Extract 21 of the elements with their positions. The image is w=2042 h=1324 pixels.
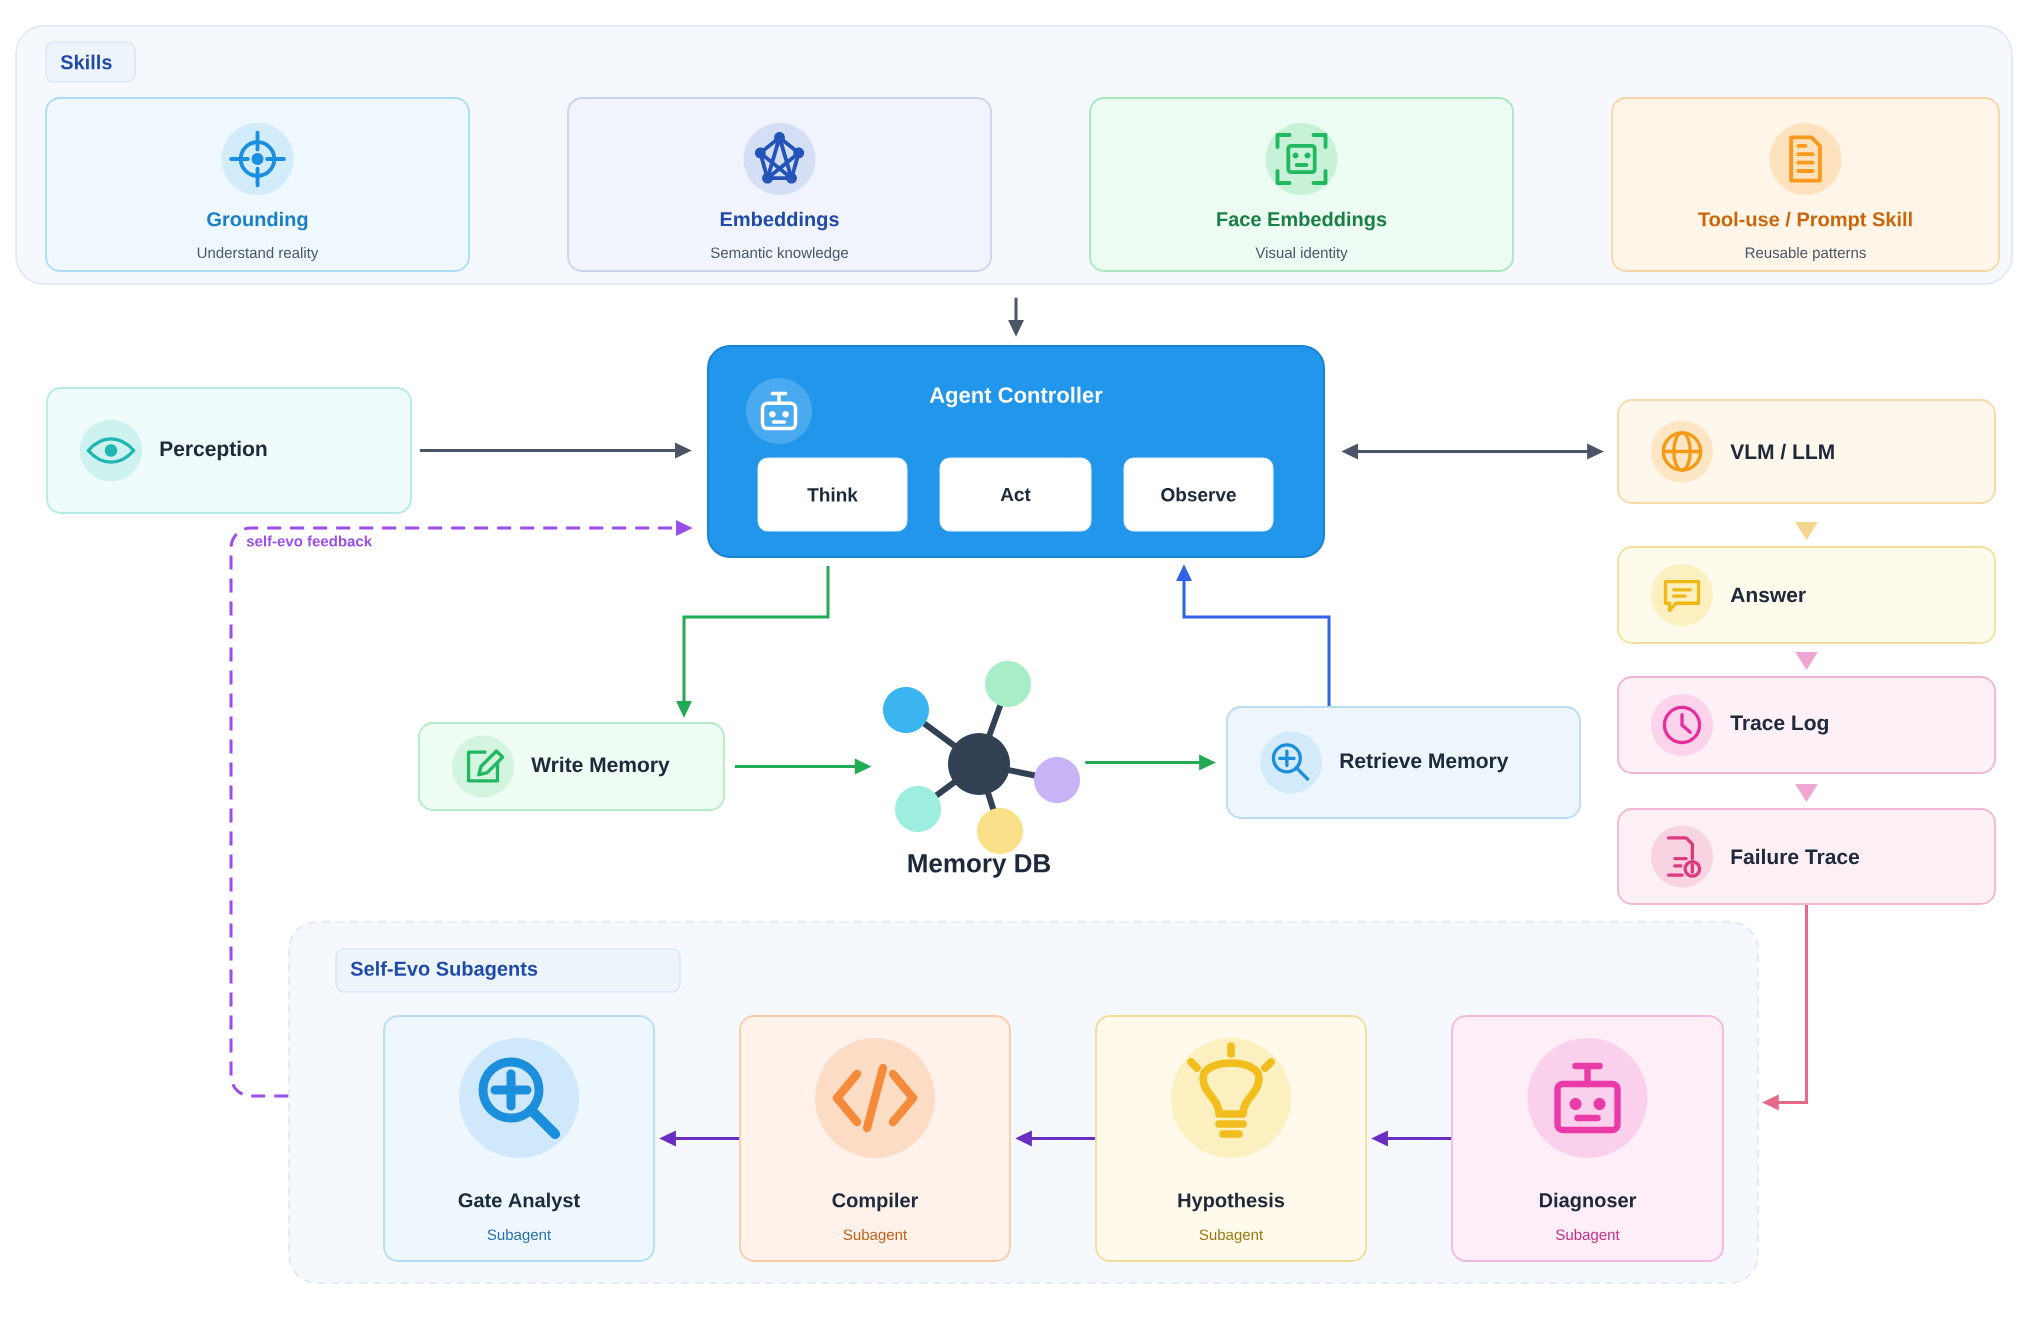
edge-label: self-evo feedback <box>244 533 375 549</box>
memory-hub: Memory DB <box>883 661 1080 878</box>
process-box: Answer <box>1617 546 1996 644</box>
step-box: Observe <box>1123 457 1274 532</box>
skill-card: Tool-use / Prompt Skill Reusable patterns <box>1611 97 2000 272</box>
subagent-card: Gate Analyst Subagent <box>383 1015 655 1262</box>
step-box: Think <box>757 457 908 532</box>
subagent-card: Compiler Subagent <box>739 1015 1011 1262</box>
process-box: VLM / LLM <box>1617 399 1996 504</box>
step-box: Act <box>939 457 1092 532</box>
process-box: Retrieve Memory <box>1226 706 1581 819</box>
process-box: Trace Log <box>1617 676 1996 774</box>
process-box: Failure Trace <box>1617 808 1996 905</box>
node-label: Memory DB <box>908 854 1051 878</box>
skill-card: Embeddings Semantic knowledge <box>567 97 992 272</box>
skill-card: Face Embeddings Visual identity <box>1089 97 1514 272</box>
process-box: Perception <box>46 387 412 514</box>
subagent-card: Diagnoser Subagent <box>1451 1015 1724 1262</box>
process-box: Write Memory <box>418 722 725 811</box>
subagent-card: Hypothesis Subagent <box>1095 1015 1367 1262</box>
skill-card: Grounding Understand reality <box>45 97 470 272</box>
